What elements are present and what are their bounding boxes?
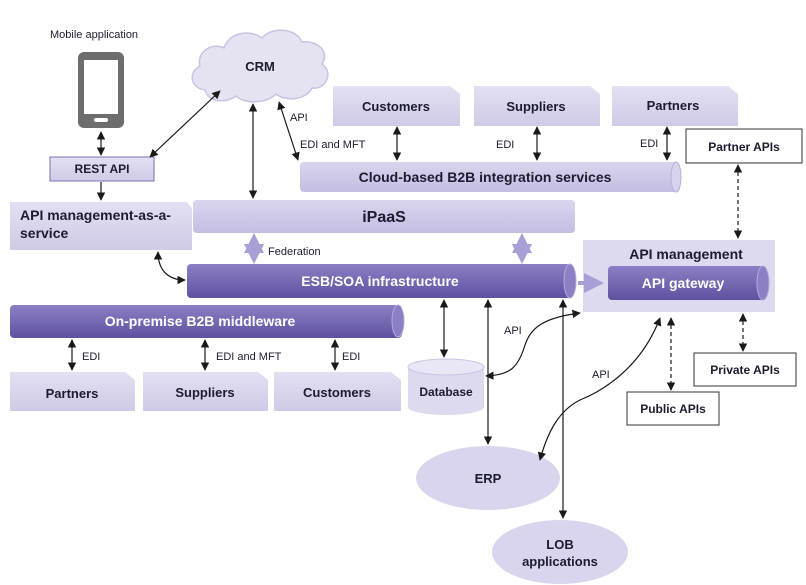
public-apis-box: Public APIs <box>626 391 720 426</box>
cloud-b2b-label: Cloud-based B2B integration services <box>359 169 612 185</box>
cloud-suppliers-box: Suppliers <box>474 86 600 126</box>
erp-label: ERP <box>475 471 502 486</box>
api-management-label: API management <box>629 246 743 262</box>
lob-label-line1: LOB <box>546 537 573 552</box>
phone-icon <box>78 52 124 128</box>
api-mgmt-service-line2: service <box>20 225 68 241</box>
federation-label: Federation <box>268 246 321 258</box>
crm-cloud: CRM <box>191 29 329 103</box>
onprem-suppliers-box: Suppliers <box>143 372 268 411</box>
api-management-service-box: API management-as-a- service <box>10 202 192 250</box>
ipaas-bar: iPaaS <box>193 200 575 233</box>
onprem-partners-label: Partners <box>46 386 99 401</box>
partner-apis-box: Partner APIs <box>685 128 803 164</box>
api-management-region: API management API gateway <box>583 240 775 312</box>
cloud-partners-label: Partners <box>647 98 700 113</box>
rest-api-box: REST API <box>49 156 155 182</box>
cloud-customers-label: Customers <box>362 99 430 114</box>
mobile-application: Mobile application <box>50 29 138 128</box>
private-apis-label: Private APIs <box>710 363 780 377</box>
connectors <box>67 90 672 519</box>
api-mgmt-service-line1: API management-as-a- <box>20 207 171 223</box>
onprem-partners-box: Partners <box>10 372 135 411</box>
db-api-label: API <box>504 325 522 337</box>
dashed-connectors <box>666 164 748 391</box>
database-label: Database <box>419 385 473 399</box>
mobile-app-label: Mobile application <box>50 29 138 41</box>
onprem-partners-edi-label: EDI <box>82 351 100 363</box>
api-gateway-pipe: API gateway <box>608 265 770 301</box>
esb-label: ESB/SOA infrastructure <box>301 273 459 289</box>
lob-node: LOB applications <box>492 520 628 584</box>
suppliers-edi-label: EDI <box>496 139 514 151</box>
partner-apis-label: Partner APIs <box>708 140 780 154</box>
onprem-customers-label: Customers <box>303 385 371 400</box>
cloud-customers-box: Customers <box>333 86 460 126</box>
database-cylinder: Database <box>407 358 485 415</box>
onprem-suppliers-label: Suppliers <box>175 385 234 400</box>
private-apis-box: Private APIs <box>693 352 797 387</box>
cloud-b2b-pipe: Cloud-based B2B integration services <box>300 161 682 193</box>
onprem-customers-box: Customers <box>274 372 401 411</box>
federation-arrows <box>244 233 604 293</box>
public-apis-label: Public APIs <box>640 402 706 416</box>
partners-edi-label: EDI <box>640 138 658 150</box>
crm-edi-mft-label: EDI and MFT <box>300 139 366 151</box>
onprem-customers-edi-label: EDI <box>342 351 360 363</box>
rest-api-label: REST API <box>75 162 130 176</box>
ipaas-label: iPaaS <box>362 209 406 226</box>
onprem-suppliers-edi-mft-label: EDI and MFT <box>216 351 282 363</box>
cloud-suppliers-label: Suppliers <box>506 99 565 114</box>
onprem-b2b-label: On-premise B2B middleware <box>105 313 296 329</box>
esb-pipe: ESB/SOA infrastructure <box>187 263 577 299</box>
edge-labels: API EDI and MFT EDI EDI Federation EDI E… <box>82 112 658 381</box>
api-gateway-label: API gateway <box>642 275 725 291</box>
crm-label: CRM <box>245 59 275 74</box>
erp-node: ERP <box>416 446 560 510</box>
erp-api-label: API <box>592 369 610 381</box>
crm-api-label: API <box>290 112 308 124</box>
lob-label-line2: applications <box>522 554 598 569</box>
cloud-partners-box: Partners <box>612 86 738 126</box>
onprem-b2b-pipe: On-premise B2B middleware <box>10 304 405 338</box>
